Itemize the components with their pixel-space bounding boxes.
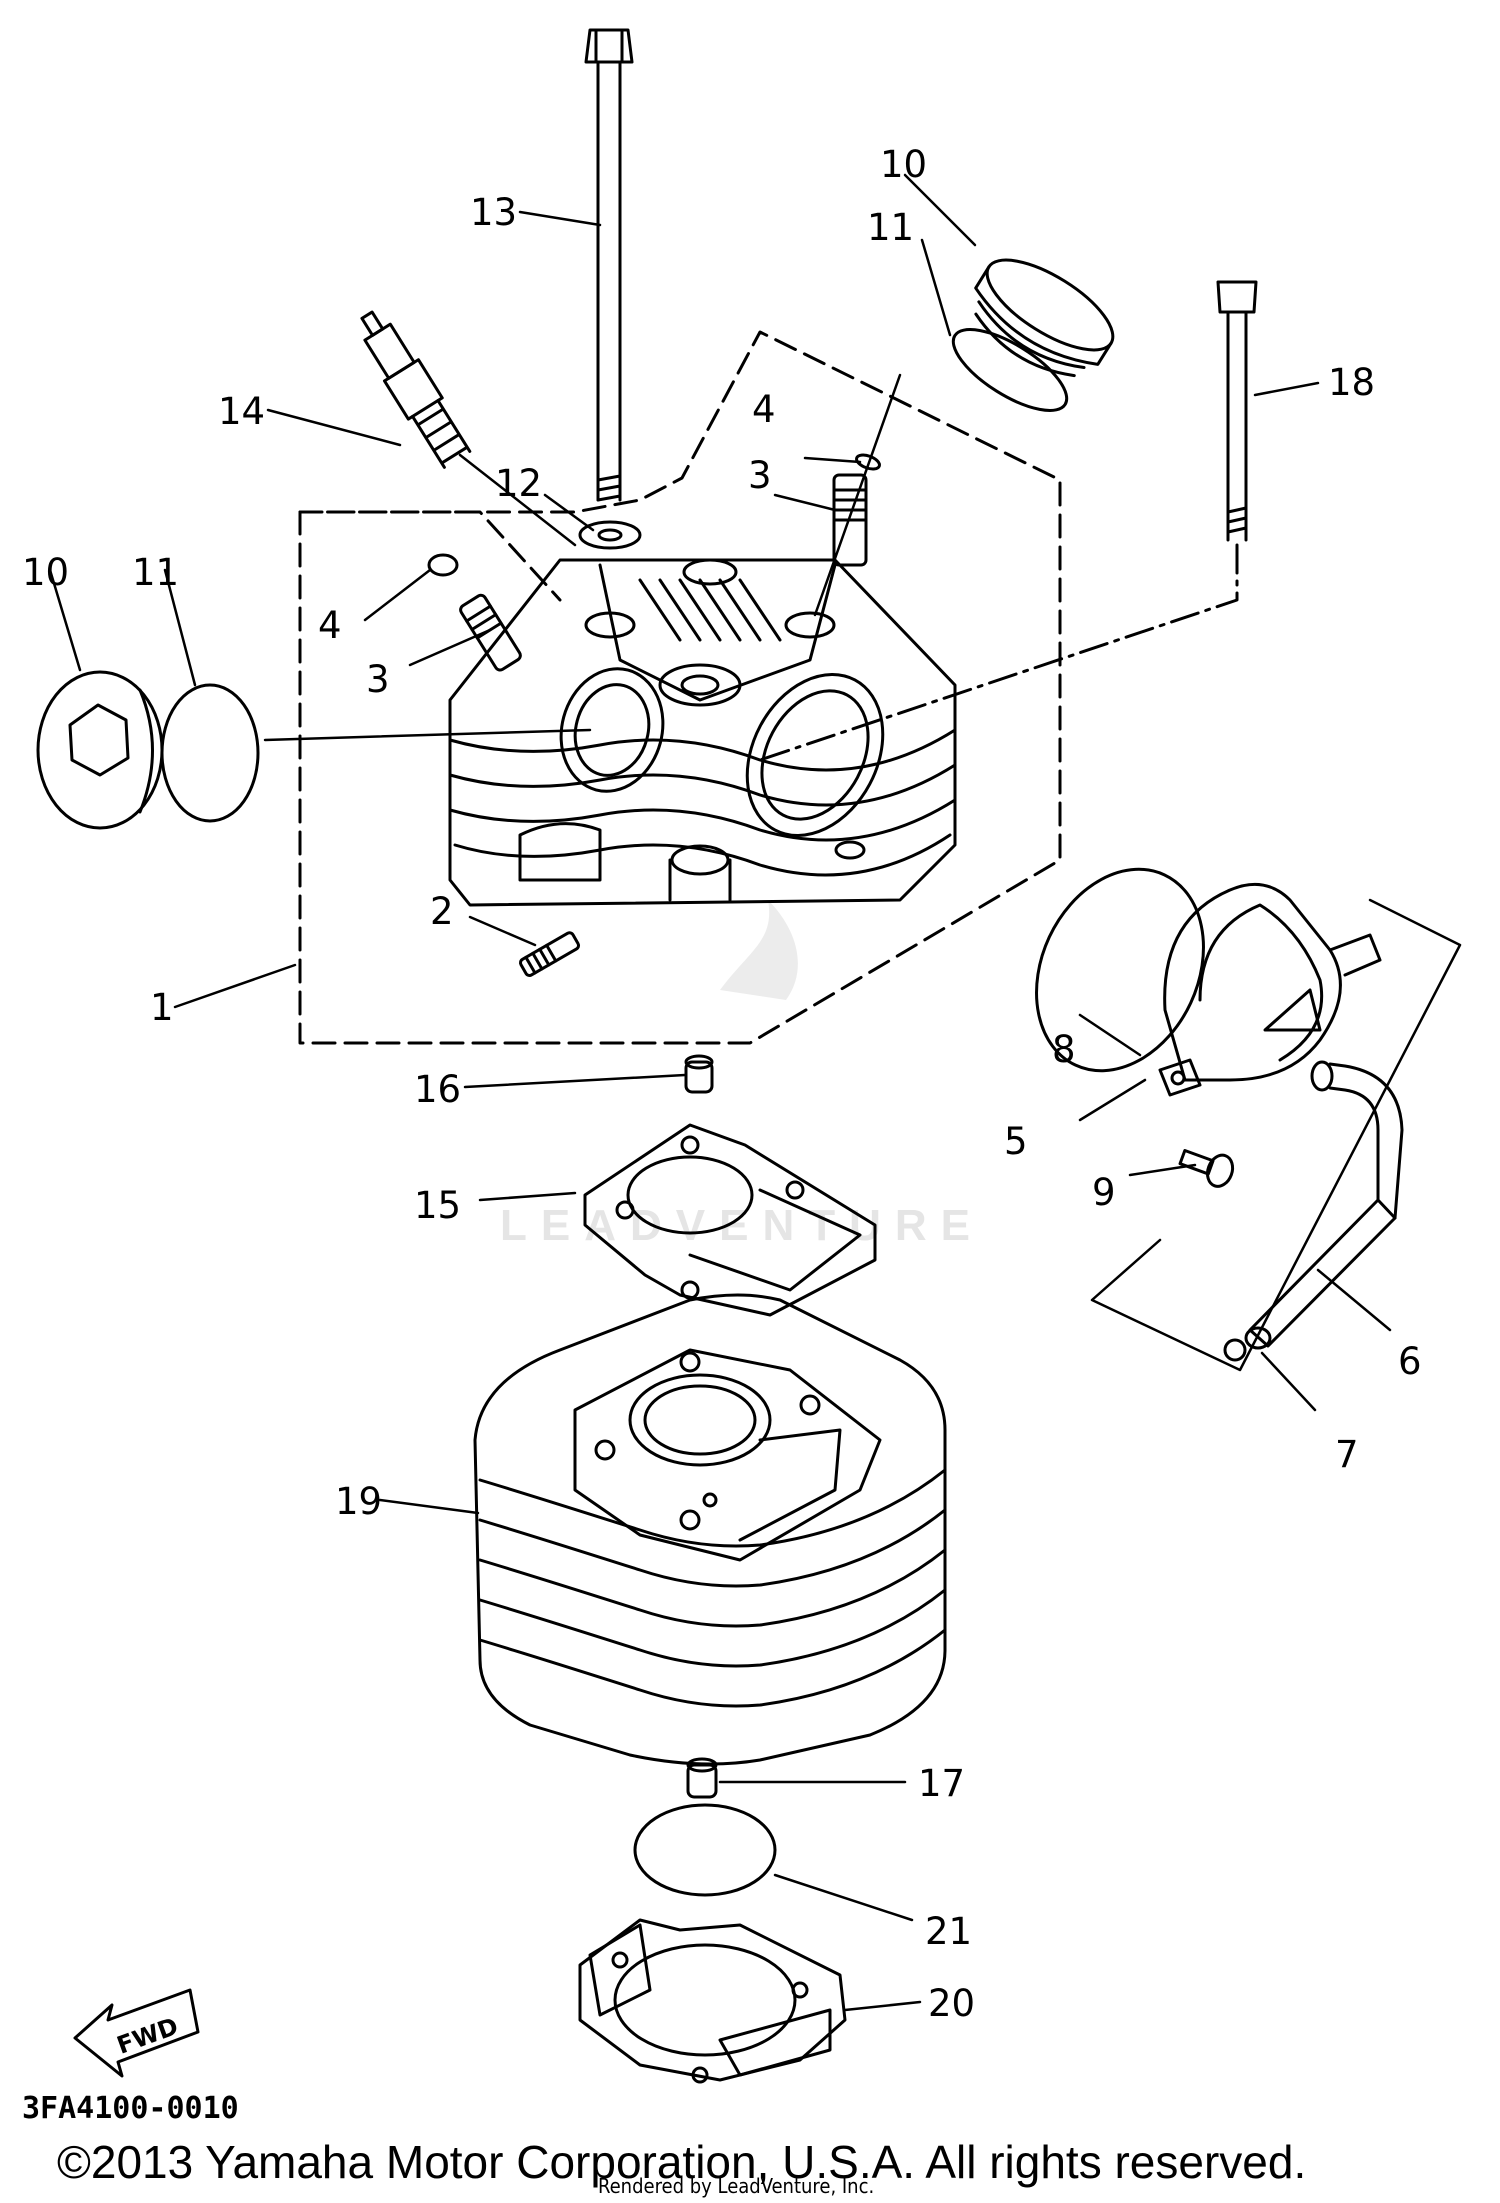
drawing-code: 3FA4100-0010 bbox=[22, 2091, 239, 2126]
o-ring-21 bbox=[633, 1803, 777, 1897]
callout-5: 5 bbox=[1004, 1120, 1028, 1163]
o-ring-11-left bbox=[160, 683, 260, 823]
callout-17: 17 bbox=[918, 1762, 965, 1805]
callout-4-right: 4 bbox=[752, 388, 776, 431]
callout-21: 21 bbox=[925, 1910, 972, 1953]
cylinder-head-1 bbox=[448, 558, 957, 907]
fwd-arrow bbox=[73, 1988, 200, 2078]
callout-18: 18 bbox=[1328, 361, 1375, 404]
callout-12: 12 bbox=[495, 462, 542, 505]
callouts: 1 2 3 3 4 4 5 6 7 8 9 10 10 11 11 12 13 … bbox=[22, 143, 1422, 2025]
stud-bolt-13 bbox=[584, 28, 634, 502]
spark-plug-14 bbox=[360, 310, 472, 469]
o-ring-4-left bbox=[427, 553, 459, 577]
assembly-frame-inner bbox=[298, 510, 562, 602]
plug-10-right bbox=[974, 258, 1115, 378]
alignment-line-18 bbox=[758, 543, 1239, 762]
dowel-17 bbox=[686, 1757, 718, 1799]
svg-text:LEADVENTURE: LEADVENTURE bbox=[500, 1201, 984, 1250]
assembly-frame-head bbox=[298, 330, 1062, 1045]
callout-14: 14 bbox=[218, 390, 265, 433]
callout-3-left: 3 bbox=[366, 658, 390, 701]
callout-9: 9 bbox=[1092, 1171, 1116, 1214]
valve-guide-3-right bbox=[832, 473, 868, 567]
valve-guide-3-left bbox=[459, 593, 522, 672]
callout-11-right: 11 bbox=[867, 206, 914, 249]
callout-6: 6 bbox=[1398, 1340, 1422, 1383]
callout-11-left: 11 bbox=[132, 551, 179, 594]
bolt-18 bbox=[1216, 280, 1258, 542]
plug-10-left bbox=[36, 670, 164, 830]
dowel-16 bbox=[684, 1054, 714, 1094]
callout-15: 15 bbox=[414, 1184, 461, 1227]
watermark: LEADVENTURE bbox=[500, 900, 984, 1250]
rendered-by-notice: Rendered by LeadVenture, Inc. bbox=[598, 2174, 874, 2198]
copyright-notice: ©2013 Yamaha Motor Corporation, U.S.A. A… bbox=[57, 2136, 1306, 2188]
callout-20: 20 bbox=[928, 1982, 975, 2025]
callout-10-left: 10 bbox=[22, 551, 69, 594]
stud-2 bbox=[518, 931, 581, 977]
screw-9 bbox=[1178, 1149, 1235, 1188]
callout-1: 1 bbox=[150, 986, 174, 1029]
callout-4-left: 4 bbox=[318, 604, 342, 647]
washer-12 bbox=[578, 520, 642, 550]
cover-5 bbox=[1158, 882, 1382, 1097]
callout-8: 8 bbox=[1052, 1028, 1076, 1071]
callout-2: 2 bbox=[430, 890, 454, 933]
o-ring-8 bbox=[1035, 867, 1205, 1073]
leader-lines bbox=[48, 173, 1392, 2012]
base-gasket-20 bbox=[578, 1918, 847, 2084]
clamp-7 bbox=[1223, 1338, 1247, 1362]
o-ring-11-right bbox=[951, 328, 1069, 412]
sub-assembly-bracket bbox=[1090, 898, 1462, 1372]
valve-port bbox=[745, 673, 885, 837]
callout-7: 7 bbox=[1335, 1433, 1359, 1476]
callout-3-right: 3 bbox=[748, 454, 772, 497]
callout-16: 16 bbox=[414, 1068, 461, 1111]
cylinder-19 bbox=[473, 1293, 947, 1766]
callout-19: 19 bbox=[335, 1480, 382, 1523]
fwd-label: FWD bbox=[113, 2012, 182, 2060]
spark-plug-port bbox=[559, 667, 665, 793]
callout-13: 13 bbox=[470, 191, 517, 234]
callout-10-right: 10 bbox=[880, 143, 927, 186]
head-gasket-15 bbox=[583, 1123, 877, 1317]
